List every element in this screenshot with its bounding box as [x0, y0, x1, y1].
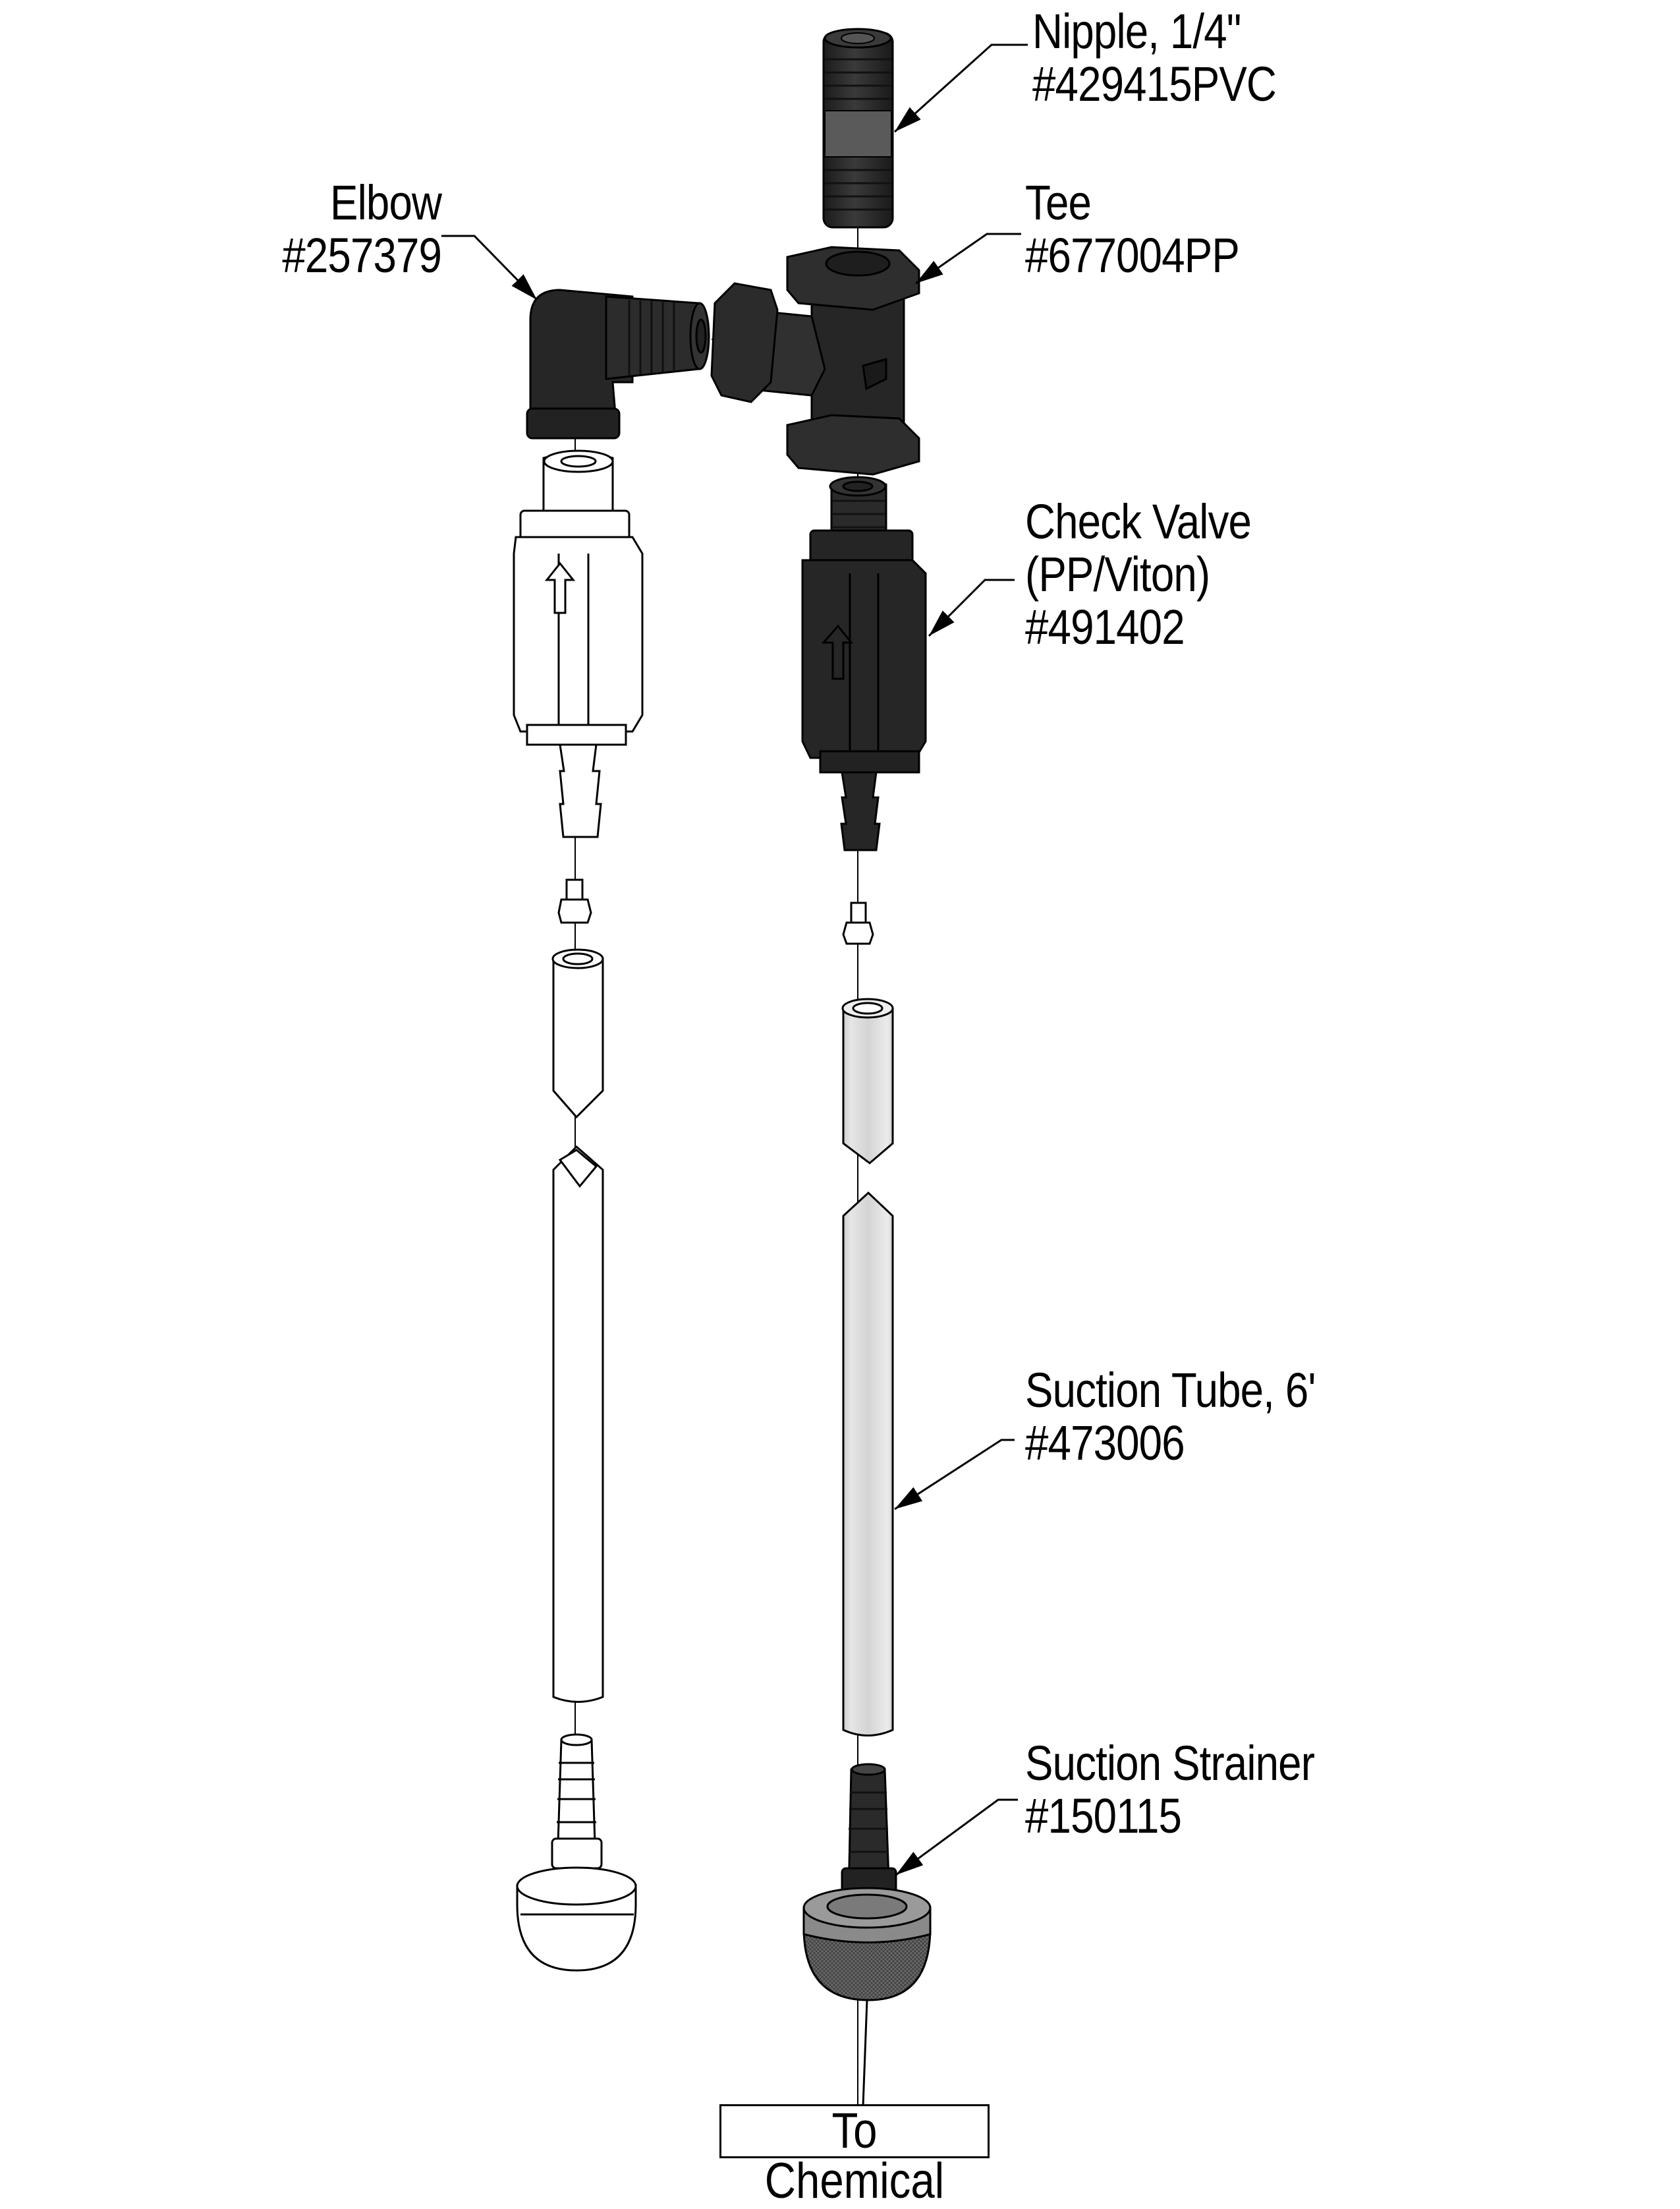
elbow-name: Elbow — [329, 175, 442, 230]
nipple-part-number: #429415PVC — [1032, 57, 1277, 111]
tee-label: Tee #677004PP — [1025, 175, 1240, 283]
suction-tube-part — [841, 998, 894, 1736]
to-chemical-box: To Chemical — [719, 2104, 990, 2206]
nipple-name: Nipple, 1/4" — [1032, 4, 1241, 59]
tee-part-number: #677004PP — [1025, 228, 1240, 283]
nipple-label: Nipple, 1/4" #429415PVC — [1032, 4, 1277, 111]
assembly-centerlines — [574, 227, 858, 2106]
suction-tube-part-number: #473006 — [1025, 1416, 1185, 1470]
suction-strainer-name: Suction Strainer — [1025, 1736, 1315, 1791]
check-valve-label: Check Valve (PP/Viton) #491402 — [1025, 494, 1252, 654]
suction-strainer-label: Suction Strainer #150115 — [1025, 1736, 1315, 1843]
white-check-valve-part — [513, 449, 644, 924]
nipple-part — [822, 28, 894, 229]
check-valve-part — [801, 476, 927, 945]
elbow-label: Elbow #257379 — [282, 175, 442, 283]
leader-lines — [441, 43, 1028, 2106]
suction-tube-label: Suction Tube, 6' #473006 — [1025, 1364, 1316, 1470]
check-valve-part-number: #491402 — [1025, 600, 1185, 654]
white-strainer-part — [516, 1733, 637, 1972]
suction-strainer-part — [802, 1763, 932, 2001]
elbow-part-number: #257379 — [282, 228, 442, 283]
tee-part — [710, 246, 920, 476]
tee-name: Tee — [1025, 175, 1092, 230]
check-valve-material: (PP/Viton) — [1025, 547, 1210, 602]
suction-tube-name: Suction Tube, 6' — [1025, 1363, 1316, 1418]
elbow-part — [526, 289, 710, 440]
suction-strainer-part-number: #150115 — [1025, 1789, 1182, 1843]
to-chemical-text: To Chemical — [764, 2103, 945, 2209]
check-valve-name: Check Valve — [1025, 494, 1252, 549]
white-tube-part — [551, 948, 604, 1703]
